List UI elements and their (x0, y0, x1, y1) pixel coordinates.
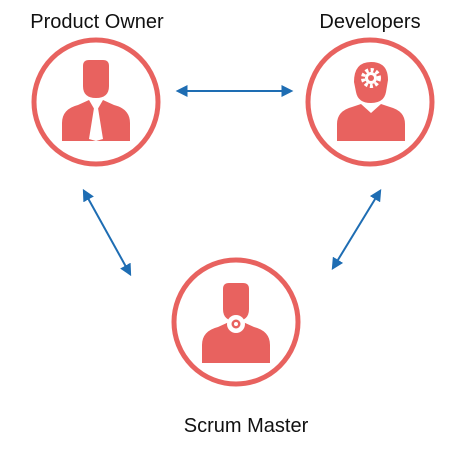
whistle-icon (227, 315, 245, 333)
arrow-developers-scrum-master (331, 188, 382, 271)
scrum-master-node (171, 257, 301, 387)
product-owner-node (31, 37, 161, 167)
developers-node (305, 37, 435, 167)
gear-icon (361, 68, 381, 88)
arrow-product-owner-scrum-master (82, 188, 132, 277)
product-owner-label: Product Owner (30, 11, 164, 33)
scrum-master-circle (171, 257, 301, 387)
scrum-master-label: Scrum Master (183, 415, 309, 437)
developers-circle (305, 37, 435, 167)
person-with-gear-head-icon (337, 62, 405, 141)
product-owner-circle (31, 37, 161, 167)
developers-label: Developers (319, 11, 421, 33)
person-with-whistle-icon (202, 283, 270, 363)
person-with-tie-icon (62, 60, 130, 141)
